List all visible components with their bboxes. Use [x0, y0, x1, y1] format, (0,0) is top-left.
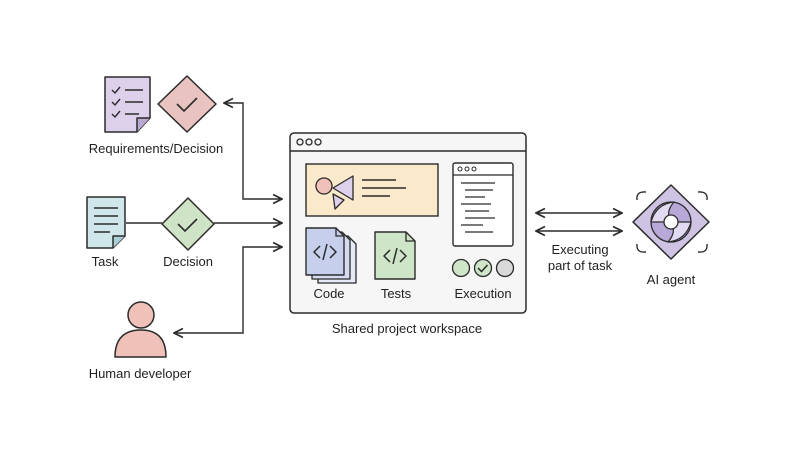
task-document-icon [86, 196, 126, 249]
requirements-decision-label: Requirements/Decision [88, 141, 224, 156]
ai-agent-icon [632, 184, 710, 260]
task-label: Task [91, 254, 119, 269]
requirements-document-icon [104, 76, 151, 133]
execution-status-icons [451, 258, 515, 278]
requirements-connector [224, 103, 282, 199]
human-connector [174, 247, 282, 333]
workspace-banner [305, 163, 439, 217]
workspace-label: Shared project workspace [331, 321, 483, 336]
human-developer-icon [114, 301, 167, 358]
code-label: Code [313, 286, 345, 301]
decision-label: Decision [163, 254, 213, 269]
agent-edge-label-line1: Executing [551, 242, 609, 257]
terminal-icon [452, 162, 514, 247]
agent-edge-label-line2: part of task [547, 258, 613, 273]
decision-diamond-icon [161, 197, 215, 251]
tests-label: Tests [380, 286, 412, 301]
ai-agent-label: AI agent [646, 272, 696, 287]
human-developer-label: Human developer [88, 366, 192, 381]
execution-label: Execution [454, 286, 512, 301]
requirements-decision-diamond-icon [157, 75, 217, 133]
tests-document-icon [374, 231, 416, 280]
code-document-icon [305, 227, 357, 284]
